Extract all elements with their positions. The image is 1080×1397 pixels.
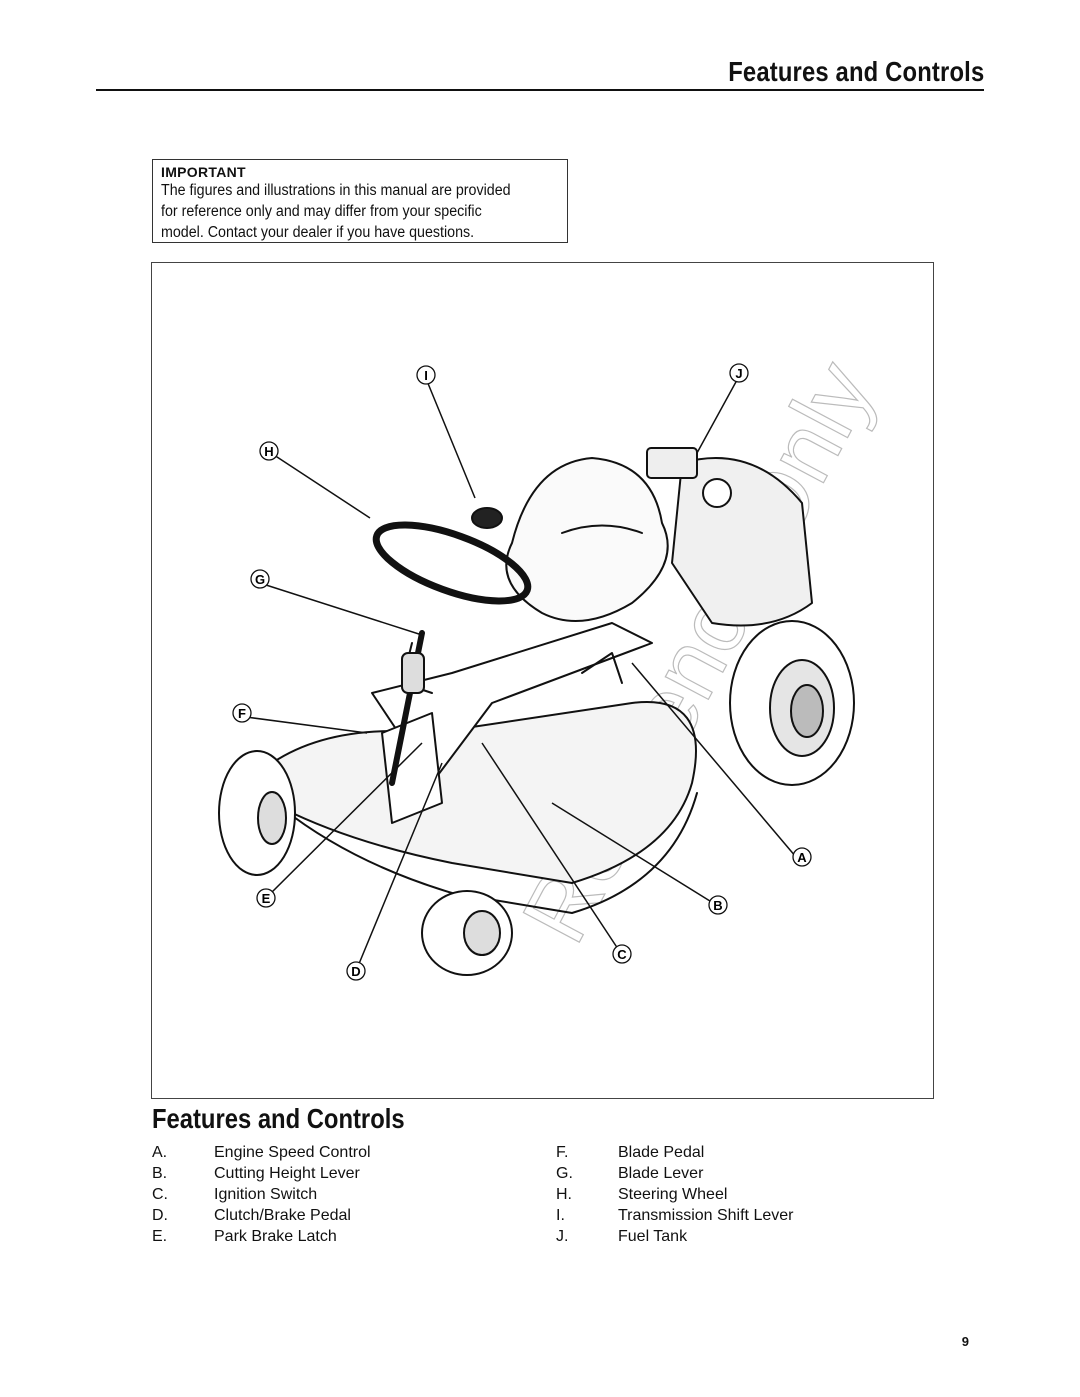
legend-text: Engine Speed Control [214, 1144, 371, 1161]
important-line: The figures and illustrations in this ma… [161, 182, 511, 199]
legend-item: J. Fuel Tank [556, 1226, 793, 1247]
callout-d: D [346, 961, 366, 981]
callout-i: I [416, 365, 436, 385]
legend-letter: G. [556, 1165, 573, 1182]
legend-right-column: F. Blade Pedal G. Blade Lever H. Steering W… [556, 1142, 793, 1247]
important-line: for reference only and may differ from y… [161, 203, 482, 220]
callout-b: B [708, 895, 728, 915]
legend-item: E. Park Brake Latch [152, 1226, 371, 1247]
svg-text:C: C [617, 947, 627, 962]
legend-item: F. Blade Pedal [556, 1142, 793, 1163]
legend-text: Clutch/Brake Pedal [214, 1207, 351, 1224]
mower-figure: Reference Only [151, 262, 934, 1099]
legend-text: Blade Pedal [618, 1144, 705, 1161]
legend-text: Ignition Switch [214, 1186, 318, 1203]
callout-a: A [792, 847, 812, 867]
legend-text: Cutting Height Lever [214, 1165, 360, 1182]
svg-text:B: B [713, 898, 722, 913]
legend-item: C. Ignition Switch [152, 1184, 371, 1205]
legend-item: G. Blade Lever [556, 1163, 793, 1184]
svg-text:D: D [351, 964, 360, 979]
header-rule [96, 89, 984, 91]
callout-e: E [256, 888, 276, 908]
legend-text: Steering Wheel [618, 1186, 728, 1203]
legend-letter: B. [152, 1165, 168, 1182]
legend-item: B. Cutting Height Lever [152, 1163, 371, 1184]
legend-text: Fuel Tank [618, 1228, 688, 1245]
important-line: model. Contact your dealer if you have q… [161, 224, 475, 241]
callout-h: H [259, 441, 279, 461]
legend-letter: A. [152, 1144, 168, 1161]
legend-letter: C. [152, 1186, 168, 1203]
callout-leaders [245, 379, 797, 972]
legend-letter: D. [152, 1207, 168, 1224]
page-header-title: Features and Controls [727, 56, 984, 87]
svg-text:H: H [264, 444, 273, 459]
legend-text: Park Brake Latch [214, 1228, 337, 1245]
svg-text:G: G [255, 572, 265, 587]
legend-item: I. Transmission Shift Lever [556, 1205, 793, 1226]
important-text: The figures and illustrations in this ma… [161, 180, 557, 243]
legend-text: Blade Lever [618, 1165, 704, 1182]
svg-text:J: J [735, 366, 742, 381]
important-notice: IMPORTANT The figures and illustrations … [152, 159, 568, 243]
callout-j: J [729, 363, 749, 383]
legend-text: Transmission Shift Lever [618, 1207, 794, 1224]
callout-g: G [250, 569, 270, 589]
mower-drawing [218, 447, 855, 976]
svg-text:I: I [424, 368, 428, 383]
legend-letter: F. [556, 1144, 569, 1161]
legend-item: D. Clutch/Brake Pedal [152, 1205, 371, 1226]
callout-f: F [232, 703, 252, 723]
mower-illustration: Reference Only [218, 345, 894, 981]
section-title: Features and Controls [152, 1103, 405, 1134]
legend-letter: E. [152, 1228, 168, 1245]
svg-text:F: F [238, 706, 246, 721]
legend-letter: H. [556, 1186, 572, 1203]
legend-letter: J. [556, 1228, 569, 1245]
svg-text:A: A [797, 850, 807, 865]
legend-letter: I. [556, 1207, 565, 1224]
callout-markers: A B C D E F G H I J [232, 363, 812, 981]
callout-c: C [612, 944, 632, 964]
legend-item: A. Engine Speed Control [152, 1142, 371, 1163]
svg-text:E: E [262, 891, 271, 906]
legend-left-column: A. Engine Speed Control B. Cutting Height … [152, 1142, 371, 1247]
page-number: 9 [961, 1334, 969, 1349]
important-label: IMPORTANT [161, 164, 246, 180]
legend-item: H. Steering Wheel [556, 1184, 793, 1205]
